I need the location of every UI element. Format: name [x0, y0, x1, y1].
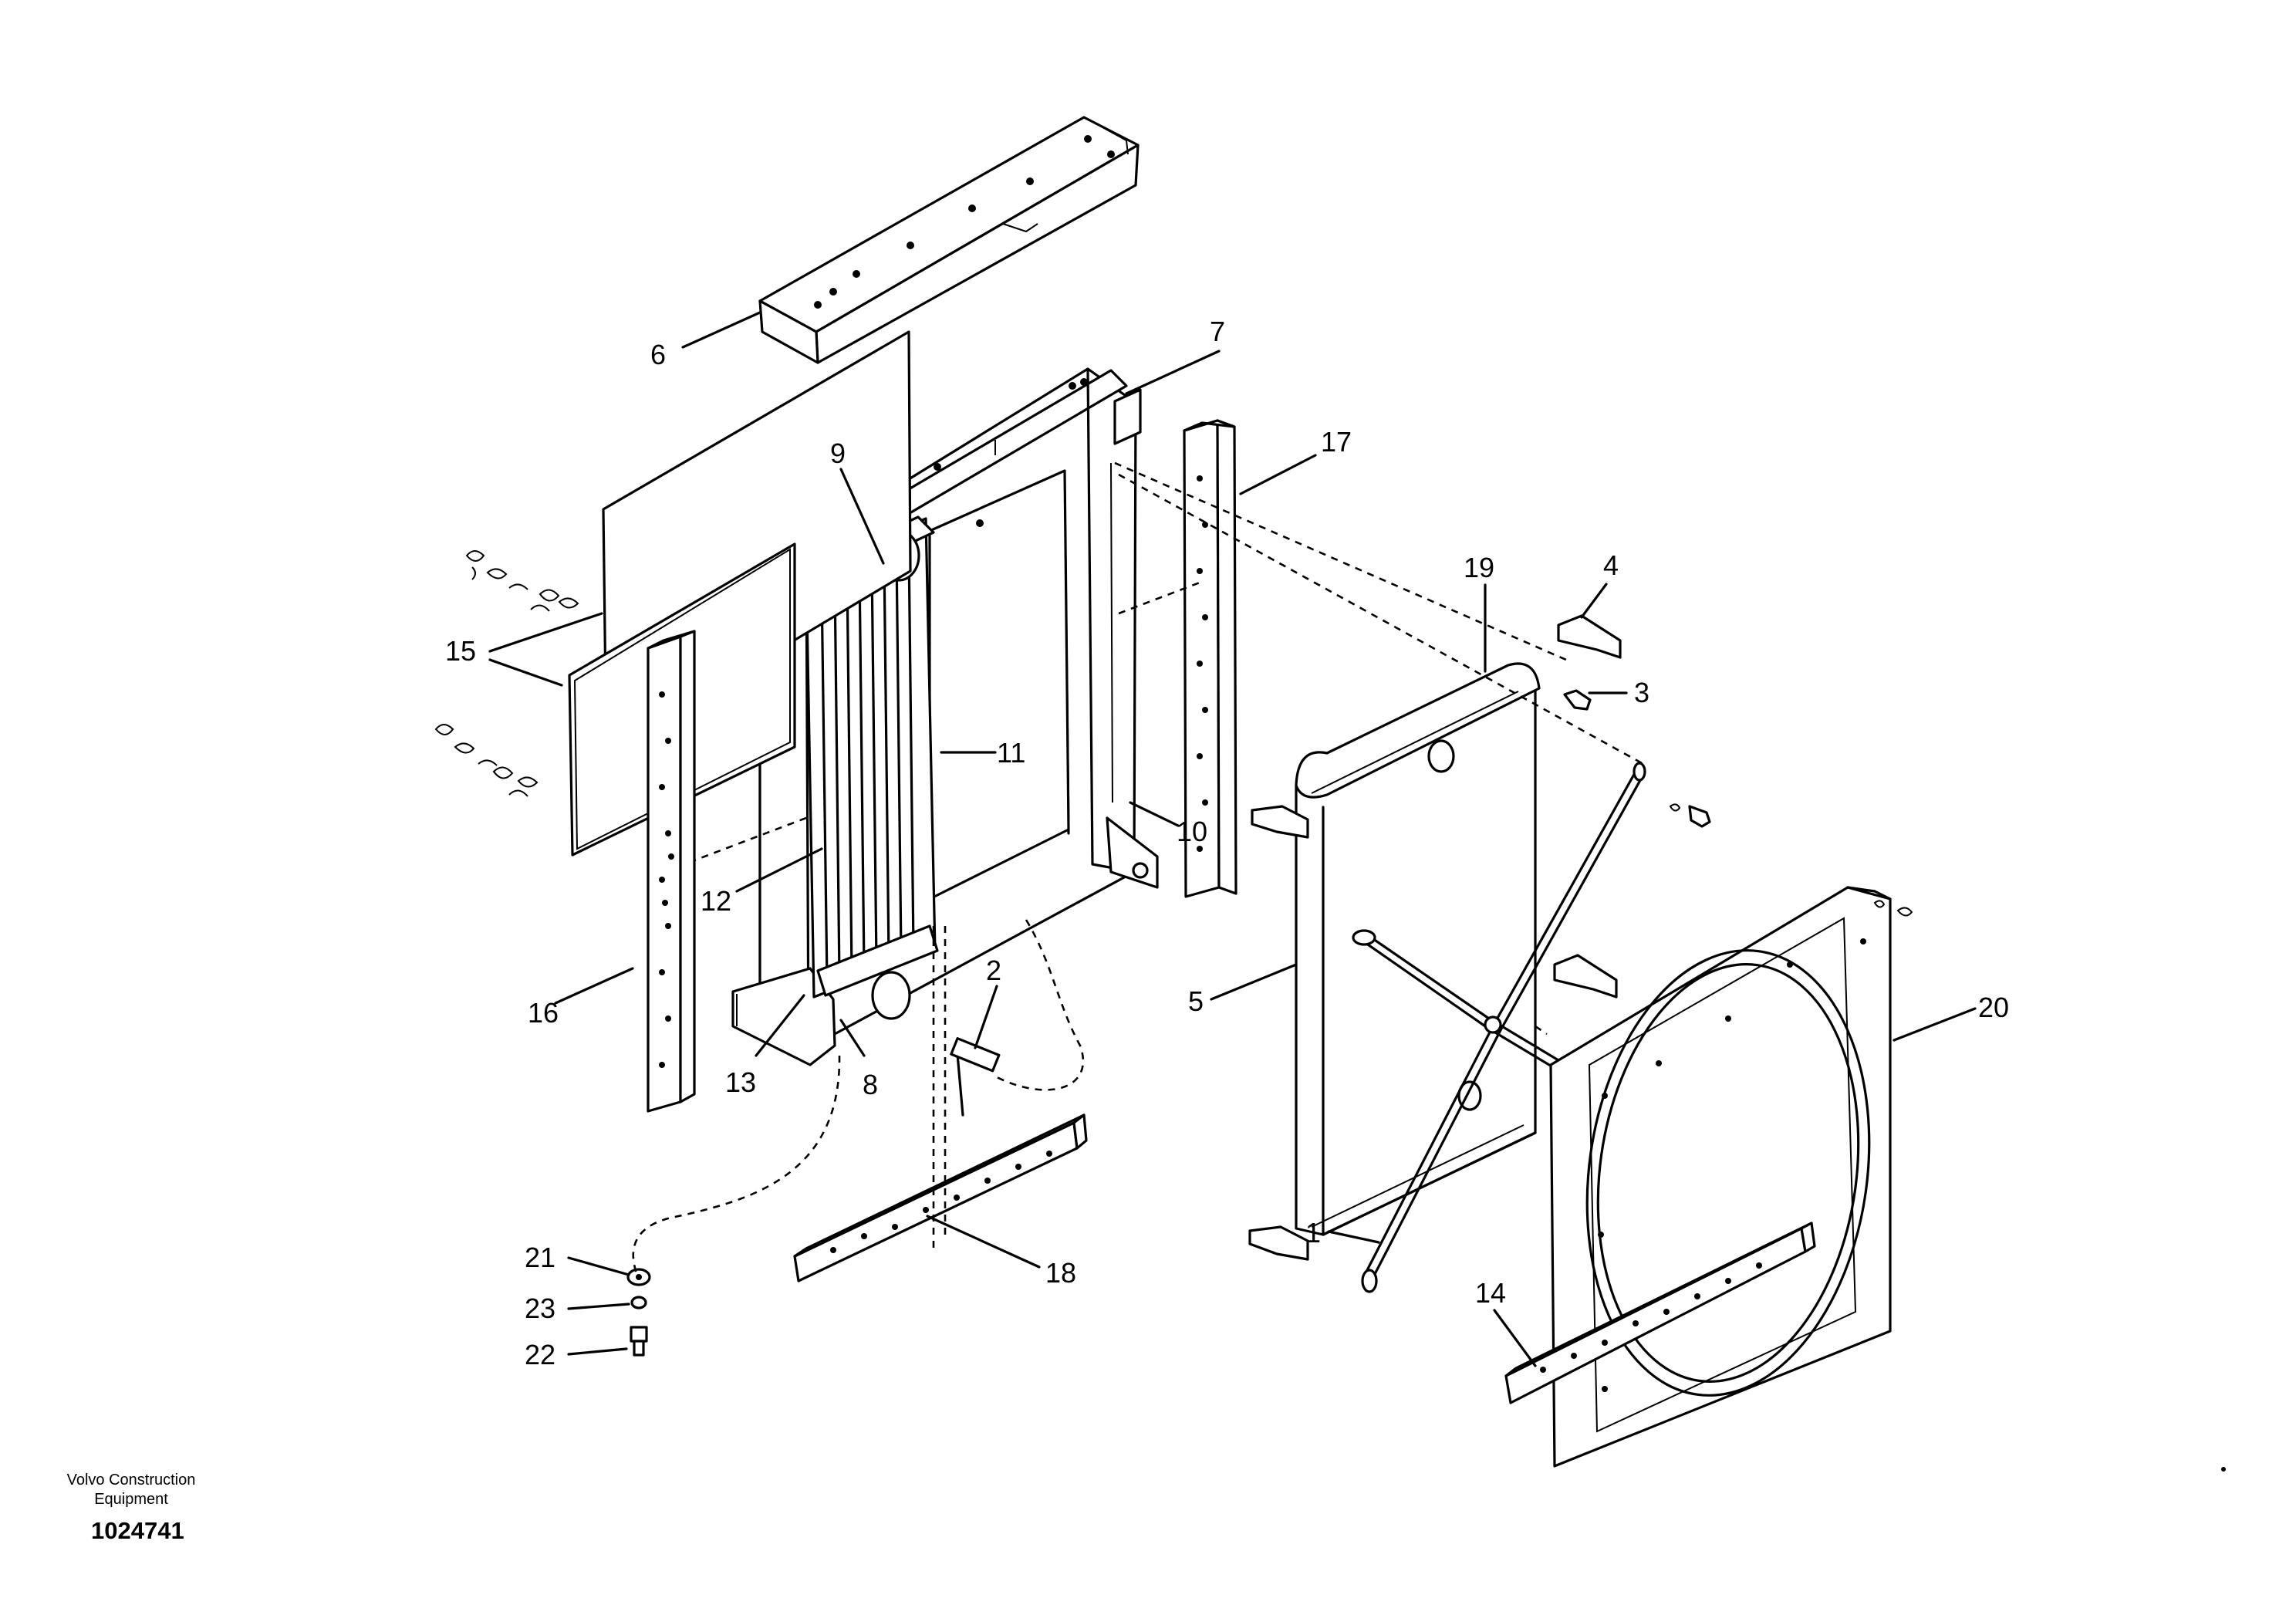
- assembly-lines: [632, 461, 1644, 1274]
- brand-label: Volvo Construction Equipment: [31, 1471, 231, 1509]
- rear-pillar: [1183, 419, 1237, 898]
- callout-11: 11: [997, 737, 1025, 769]
- callout-12: 12: [701, 885, 731, 917]
- stay-rod: [1352, 762, 1646, 1293]
- callout-22: 22: [525, 1339, 555, 1370]
- callout-16: 16: [528, 997, 559, 1029]
- callout-8: 8: [863, 1069, 878, 1100]
- callouts: 6 7 9 11 10 12 13 8 16 15 17 19 4 3 5 20…: [445, 316, 2009, 1370]
- callout-23: 23: [525, 1293, 555, 1324]
- callout-4: 4: [1603, 549, 1619, 581]
- side-beam: [1504, 1222, 1816, 1404]
- callout-3: 3: [1634, 677, 1649, 708]
- callout-5: 5: [1188, 985, 1204, 1017]
- callout-13: 13: [725, 1066, 756, 1098]
- brand-line-2: Equipment: [94, 1491, 168, 1508]
- pin: [950, 1037, 1001, 1117]
- callout-1: 1: [1305, 1217, 1321, 1249]
- front-pillar: [647, 630, 696, 1113]
- callout-21: 21: [525, 1242, 555, 1273]
- leader-lines: [488, 311, 1977, 1367]
- corner-mark: [2221, 1467, 2226, 1472]
- callout-14: 14: [1475, 1277, 1506, 1309]
- callout-18: 18: [1045, 1257, 1076, 1289]
- callout-19: 19: [1464, 552, 1494, 583]
- callout-2: 2: [986, 955, 1001, 986]
- radiator: [1248, 662, 1541, 1261]
- callout-20: 20: [1978, 992, 2009, 1023]
- callout-15: 15: [445, 635, 476, 667]
- brand-line-1: Volvo Construction: [66, 1472, 196, 1489]
- callout-7: 7: [1210, 316, 1225, 347]
- callout-9: 9: [830, 438, 846, 469]
- callout-6: 6: [650, 339, 666, 370]
- lower-beam: [793, 1113, 1088, 1282]
- hardware-stack: [626, 803, 1913, 1357]
- document-number: 1024741: [91, 1517, 184, 1544]
- upper-bracket: [758, 116, 1140, 364]
- callout-10: 10: [1177, 816, 1207, 847]
- hose-clip: [1553, 614, 1622, 999]
- callout-17: 17: [1321, 426, 1352, 458]
- clamp-set: [434, 550, 579, 797]
